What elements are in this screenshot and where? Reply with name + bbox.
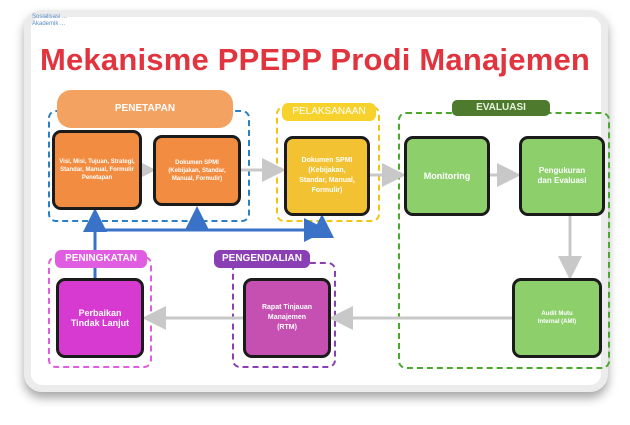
- perbaikan-tindak-lanjut-box: Perbaikan Tindak Lanjut: [56, 278, 144, 358]
- rapat-tinjauan-manajemen-box: Rapat Tinjauan Manajemen (RTM): [243, 278, 331, 358]
- dokumen-spmi-pelaksanaan-box: Dokumen SPMI (Kebijakan, Standar, Manual…: [284, 136, 370, 216]
- pengukuran-evaluasi-box: Pengukuran dan Evaluasi: [519, 136, 605, 216]
- visi-misi-box: Visi, Misi, Tujuan, Strategi, Standar, M…: [52, 130, 142, 210]
- dokumen-spmi-penetapan-box: Dokumen SPMI (Kebijakan, Standar, Manual…: [153, 135, 241, 206]
- penetapan-tag: PENETAPAN: [57, 90, 233, 128]
- diagram-title: Mekanisme PPEPP Prodi Manajemen: [39, 42, 591, 77]
- header-small-text: Sosialisasi ... Akademik ...: [32, 14, 68, 27]
- monitoring-box: Monitoring: [404, 136, 490, 216]
- evaluasi-tag: EVALUASI: [452, 100, 550, 116]
- peningkatan-tag: PENINGKATAN: [55, 250, 147, 268]
- pengendalian-tag: PENGENDALIAN: [214, 250, 310, 268]
- audit-mutu-internal-box: Audit Mutu Internal (AMI): [512, 278, 602, 358]
- pelaksanaan-tag: PELAKSANAAN: [282, 103, 376, 121]
